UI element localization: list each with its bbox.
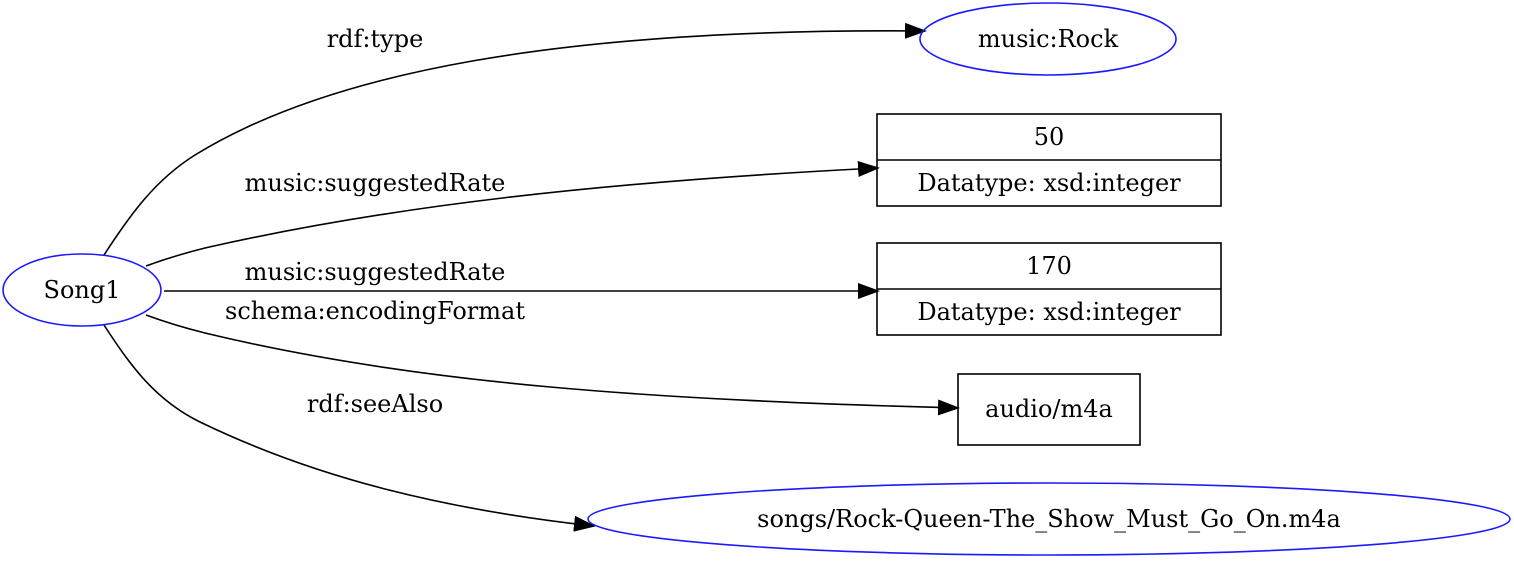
edge-encoding-format[interactable] [145,314,960,416]
edge-label-rdf-type: rdf:type [327,25,424,53]
node-song1-label: Song1 [44,276,121,304]
node-music-rock-shape [919,2,1177,76]
node-rate-50-value: 50 [1034,123,1065,151]
edge-label-suggested-rate-50: music:suggestedRate [245,169,506,197]
edge-label-suggested-rate-170: music:suggestedRate [245,258,506,286]
edge-rdf-type[interactable] [103,22,927,256]
node-music-rock[interactable]: music:Rock [919,2,1177,76]
node-song-file-label: songs/Rock-Queen-The_Show_Must_Go_On.m4a [757,505,1341,533]
node-rate-170[interactable]: 170 Datatype: xsd:integer [876,242,1222,336]
node-song-file[interactable]: songs/Rock-Queen-The_Show_Must_Go_On.m4a [587,482,1511,556]
edges [103,22,960,532]
edge-labels: rdf:type music:suggestedRate music:sugge… [225,25,525,418]
edge-suggested-rate-50[interactable] [145,161,880,267]
node-rate-170-value: 170 [1026,252,1072,280]
edge-label-encoding-format: schema:encodingFormat [225,297,525,325]
node-song1-shape [2,253,162,327]
node-song1[interactable]: Song1 [2,253,162,327]
node-rate-50-datatype: Datatype: xsd:integer [917,169,1181,197]
node-song-file-shape [587,482,1511,556]
node-rate-50[interactable]: 50 Datatype: xsd:integer [876,113,1222,207]
node-rate-170-datatype: Datatype: xsd:integer [917,298,1181,326]
node-audio-m4a[interactable]: audio/m4a [957,373,1141,446]
edge-label-see-also: rdf:seeAlso [307,390,443,418]
edge-see-also[interactable] [103,324,596,532]
node-audio-m4a-label: audio/m4a [985,395,1113,423]
node-music-rock-label: music:Rock [978,25,1119,53]
node-audio-m4a-box [957,373,1141,446]
